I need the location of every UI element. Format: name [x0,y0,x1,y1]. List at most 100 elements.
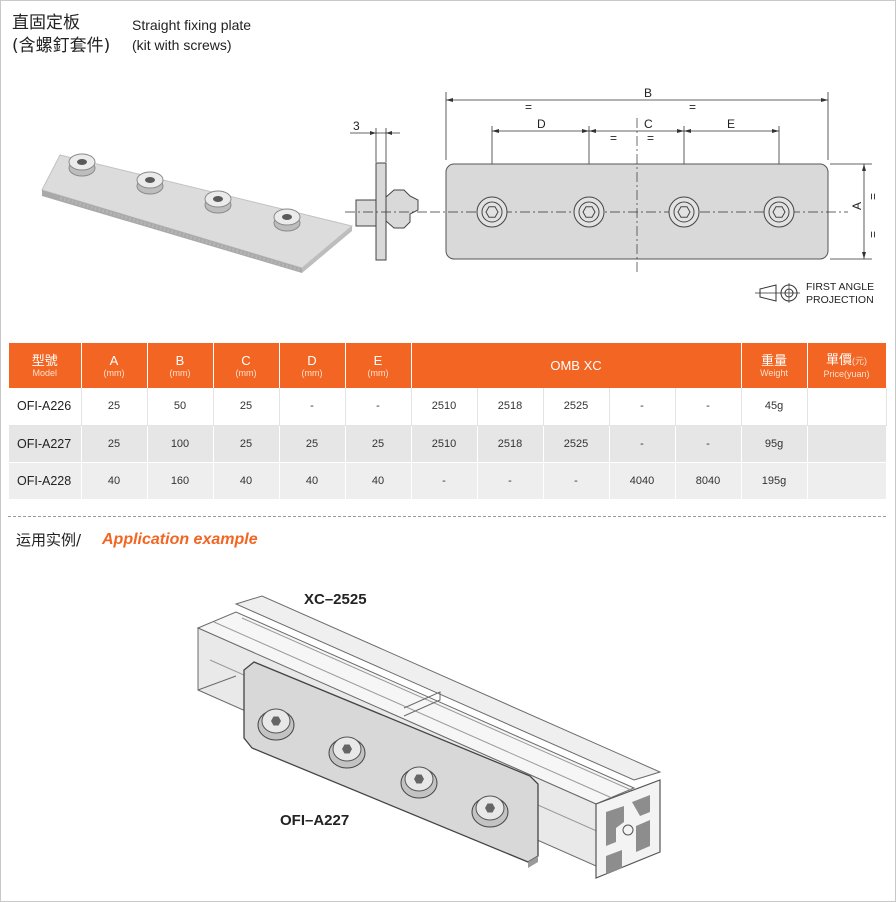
cell-omb: - [609,388,676,426]
col-e: E(mm) [345,343,412,388]
cell-price [807,388,887,426]
cell-c: 25 [213,425,280,463]
col-e-label: E [373,352,383,368]
cell-c: 25 [213,388,280,426]
eq-mark: = [689,100,696,114]
dim-3-label: 3 [353,119,360,133]
cell-weight: 45g [741,388,808,426]
eq-mark: = [525,100,532,114]
title-cn-line-1: 直固定板 [12,13,80,33]
dim-a-label: A [850,202,864,210]
col-unit: (mm) [169,367,191,378]
table-row: OFI-A227 25 100 25 25 25 2510 2518 2525 … [9,425,887,463]
eq-mark: = [610,131,617,145]
cell-omb: 8040 [675,462,742,500]
technical-drawing: 3 B = = D C E = = [41,86,880,306]
cell-e: - [345,388,412,426]
dim-b-label: B [644,86,652,100]
col-unit: (mm) [301,367,323,378]
cell-c: 40 [213,462,280,500]
col-a-label: A [109,352,119,368]
cell-omb: - [477,462,544,500]
plate-render [41,153,354,273]
cell-omb: 2510 [411,388,478,426]
col-unit: (mm) [367,367,389,378]
cell-omb: 2525 [543,388,610,426]
col-price-cn: 單價 [826,351,853,367]
col-omb: OMB XC [411,343,742,388]
hole [476,196,508,228]
cell-omb: 2518 [477,425,544,463]
cell-model: OFI-A228 [9,462,82,500]
title-en-line-2: (kit with screws) [132,37,232,53]
col-d: D(mm) [279,343,346,388]
screw-render [204,190,232,214]
cell-price [807,425,887,463]
cell-b: 50 [147,388,214,426]
cell-d: 40 [279,462,346,500]
application-title-cn: 运用实例/ [16,531,82,549]
cell-weight: 95g [741,425,808,463]
dim-c-label: C [644,117,653,131]
cell-e: 40 [345,462,412,500]
product-title-cn: 直固定板 (含螺釘套件) [12,12,110,58]
cell-omb: - [411,462,478,500]
cell-omb: 2518 [477,388,544,426]
col-unit: (mm) [103,367,125,378]
cell-a: 40 [81,462,148,500]
section-divider [8,516,886,517]
col-weight-cn: 重量 [761,352,788,368]
screw [400,766,438,799]
cell-weight: 195g [741,462,808,500]
col-a: A(mm) [81,343,148,388]
hole [573,196,605,228]
col-model-cn: 型號 [31,352,58,368]
col-c: C(mm) [213,343,280,388]
cell-omb: 2510 [411,425,478,463]
col-price-unit: (元) [852,355,868,366]
screw [471,795,509,828]
col-model-en: Model [32,367,57,378]
table-row: OFI-A226 25 50 25 - - 2510 2518 2525 - -… [9,388,887,426]
col-d-label: D [307,352,317,368]
cell-a: 25 [81,388,148,426]
cell-omb: - [543,462,610,500]
profile-callout: XC–2525 [304,591,367,608]
cell-b: 160 [147,462,214,500]
screw-render [136,171,164,195]
cell-b: 100 [147,425,214,463]
projection-line-1: FIRST ANGLE [806,281,874,293]
cell-a: 25 [81,425,148,463]
hole [668,196,700,228]
col-c-label: C [241,352,251,368]
cell-omb: 2525 [543,425,610,463]
cell-omb: - [675,425,742,463]
col-weight-en: Weight [760,367,788,378]
col-price-en: Price(yuan) [823,368,870,379]
eq-mark: = [866,231,880,238]
screw-render [68,153,96,177]
side-view: 3 [345,119,430,261]
col-unit: (mm) [235,367,257,378]
table-row: OFI-A228 40 160 40 40 40 - - - 4040 8040… [9,462,887,500]
col-omb-label: OMB XC [550,358,602,373]
eq-mark: = [866,193,880,200]
hole [763,196,795,228]
eq-mark: = [647,131,654,145]
top-view: B = = D C E = = [430,86,880,272]
cell-omb: - [675,388,742,426]
screw [328,736,366,769]
cell-model: OFI-A226 [9,388,82,426]
projection-line-2: PROJECTION [806,294,874,306]
title-cn-line-2: (含螺釘套件) [12,36,111,56]
product-title-en: Straight fixing plate (kit with screws) [132,15,251,55]
col-b-label: B [175,352,185,368]
dim-e-label: E [727,117,735,131]
projection-symbol: FIRST ANGLE PROJECTION [755,281,874,306]
cell-d: 25 [279,425,346,463]
cell-e: 25 [345,425,412,463]
